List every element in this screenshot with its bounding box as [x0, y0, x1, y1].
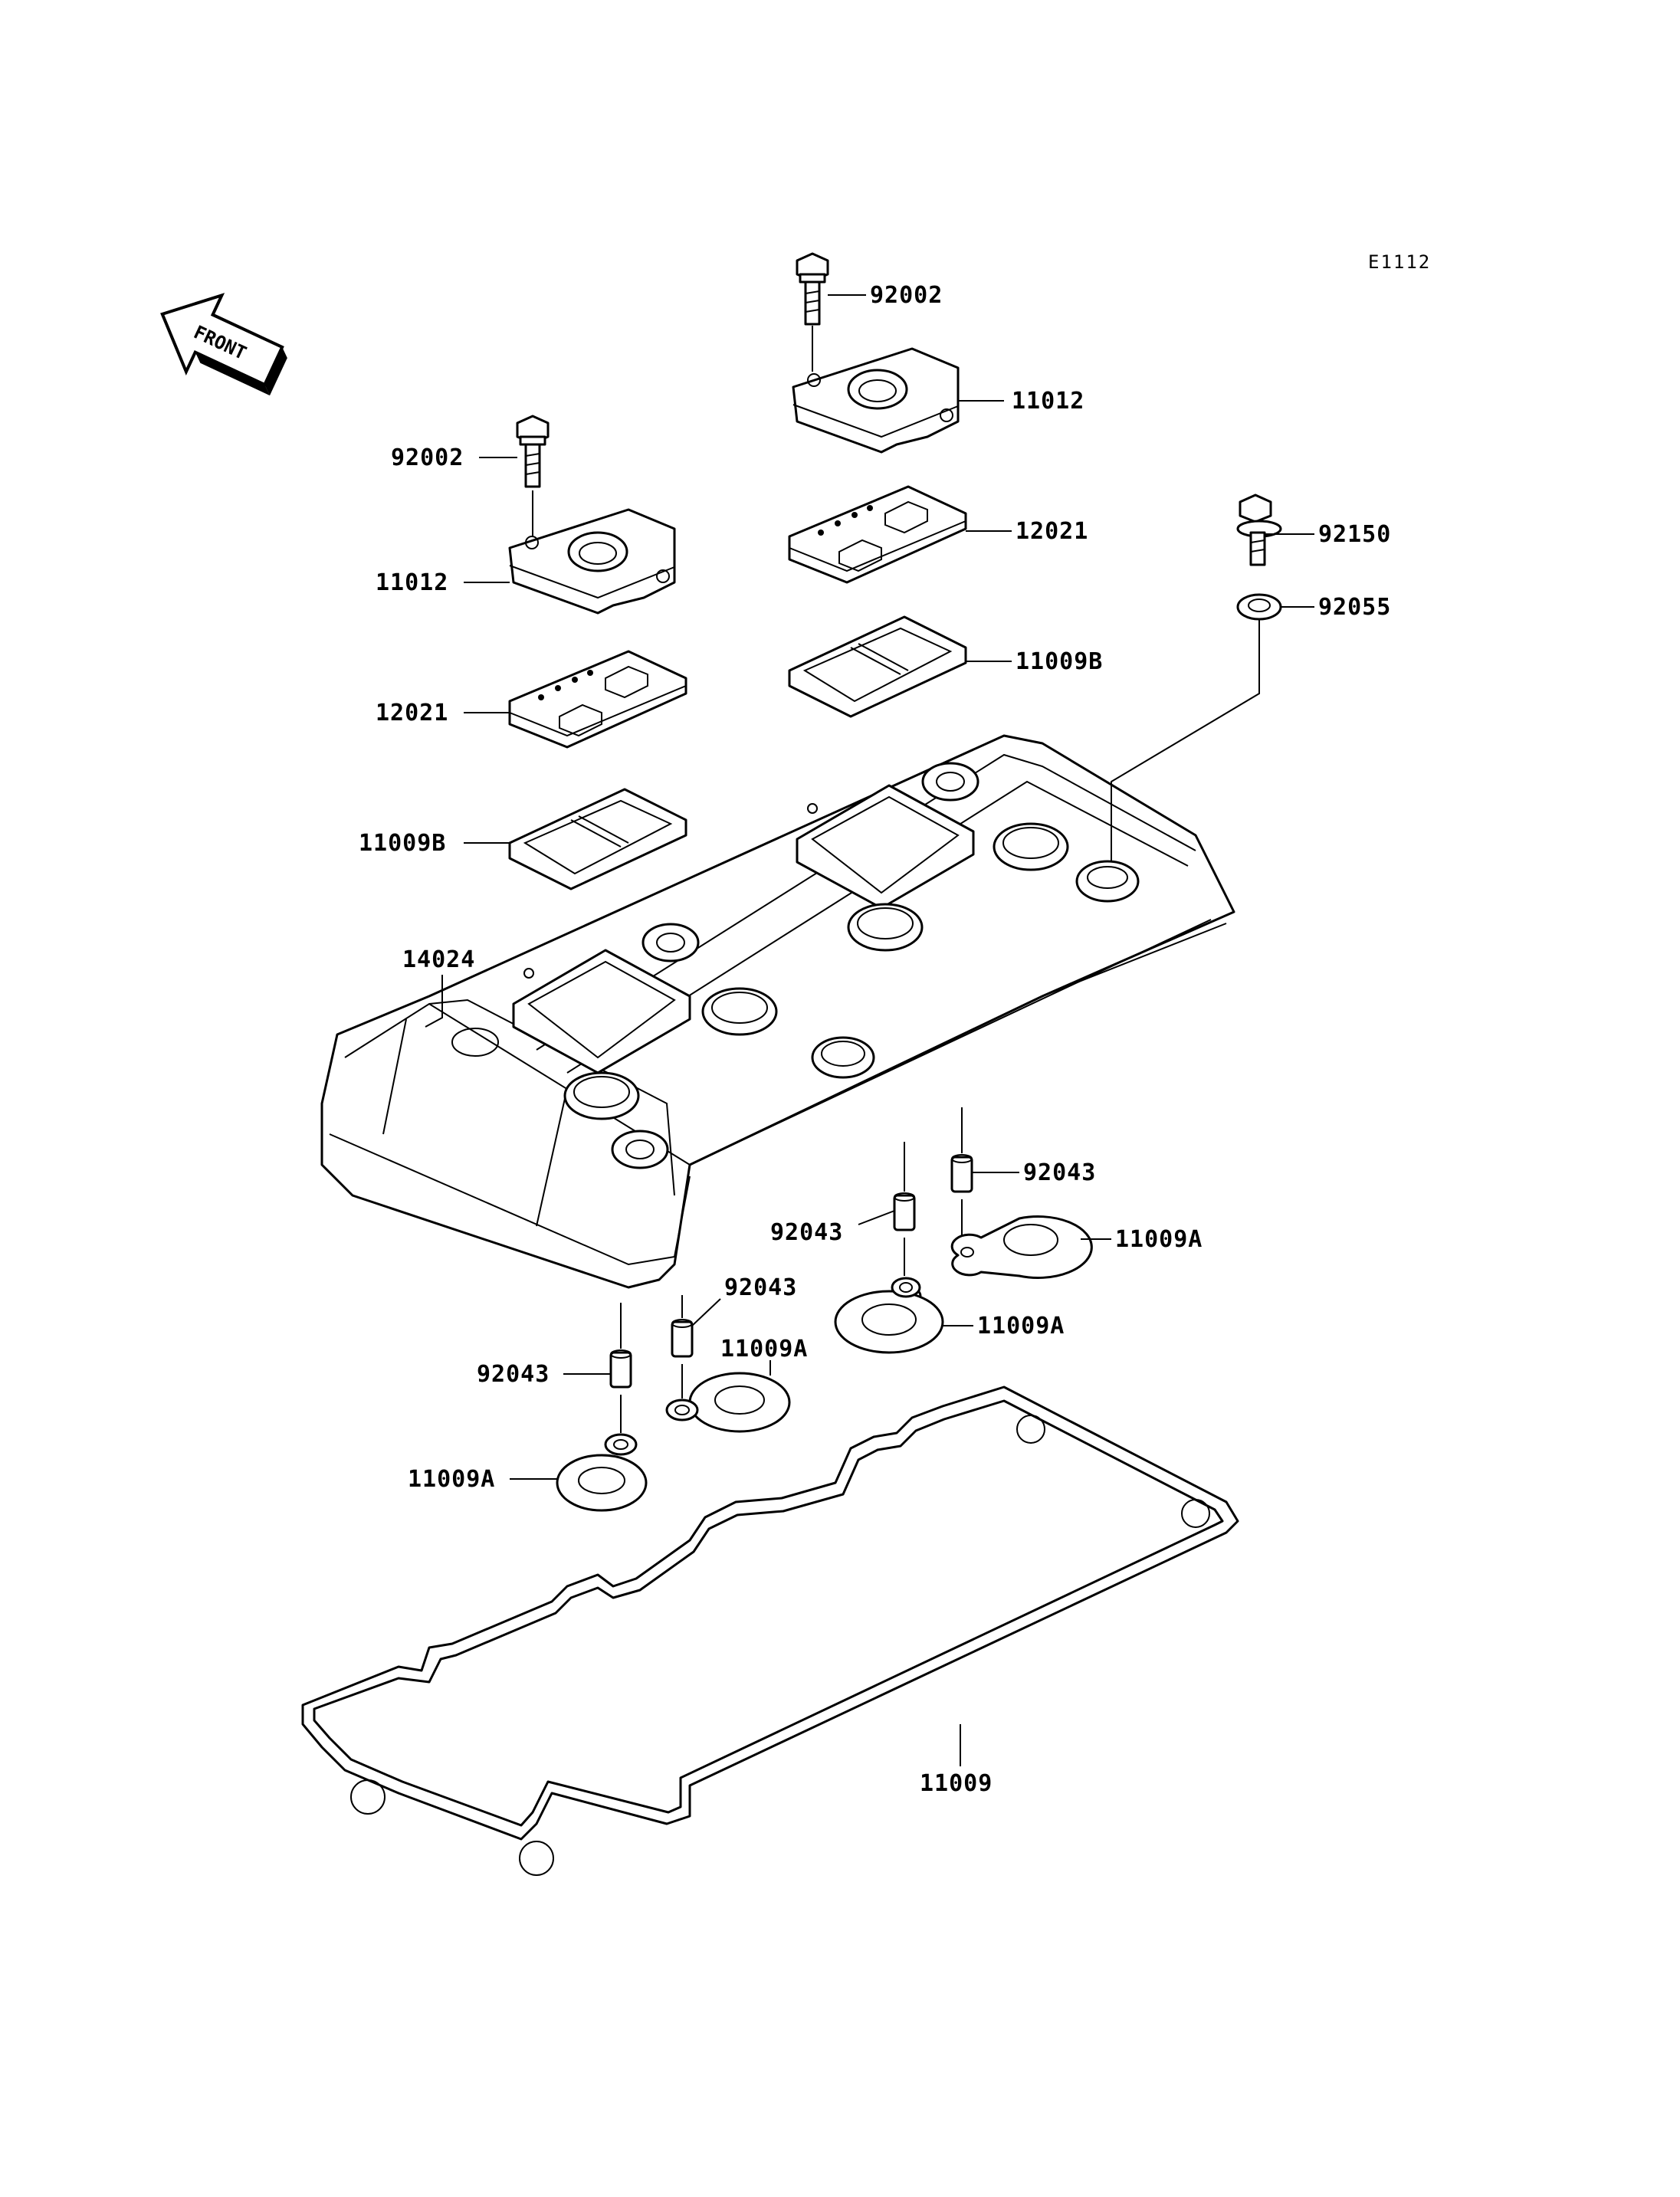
seal-11009a-c[interactable]	[665, 1364, 791, 1433]
label-11012-right: 11012	[1012, 388, 1084, 415]
plate-12021-left[interactable]	[508, 650, 687, 749]
label-92043-b: 92043	[770, 1219, 843, 1246]
label-92150: 92150	[1318, 521, 1391, 548]
label-92002-right: 92002	[870, 282, 943, 309]
gasket-11009b-right[interactable]	[788, 615, 967, 718]
label-12021-left: 12021	[376, 700, 448, 726]
diagram-code: E1112	[1368, 251, 1431, 273]
front-arrow-icon: FRONT	[160, 293, 287, 396]
gasket-11009b-left[interactable]	[508, 788, 687, 890]
seal-11009a-b[interactable]	[834, 1238, 944, 1354]
label-92043-c: 92043	[724, 1274, 797, 1301]
cover-11012-right[interactable]	[792, 347, 960, 454]
label-11009a-c: 11009A	[720, 1336, 808, 1362]
bolt-92150[interactable]	[1236, 494, 1282, 566]
gasket-11009[interactable]	[301, 1385, 1239, 1876]
label-11009b-left: 11009B	[359, 830, 446, 857]
label-11012-left: 11012	[376, 569, 448, 596]
leader-lines	[425, 294, 1314, 1766]
label-92043-d: 92043	[477, 1361, 550, 1388]
dowel-92043-b[interactable]	[893, 1142, 916, 1231]
bolt-92002-right[interactable]	[796, 252, 829, 372]
label-14024: 14024	[402, 946, 475, 973]
bolt-92002-left[interactable]	[516, 415, 550, 536]
cover-11012-left[interactable]	[508, 508, 676, 615]
seal-11009a-a[interactable]	[950, 1199, 1093, 1279]
dowel-92043-d[interactable]	[609, 1303, 632, 1389]
label-11009a-a: 11009A	[1115, 1226, 1203, 1253]
label-11009a-b: 11009A	[977, 1313, 1065, 1340]
label-11009b-right: 11009B	[1016, 648, 1103, 675]
cylinder-head-cover-14024[interactable]	[320, 734, 1235, 1289]
label-12021-right: 12021	[1016, 518, 1088, 545]
dowel-92043-c[interactable]	[671, 1295, 694, 1358]
plate-12021-right[interactable]	[788, 485, 967, 584]
label-92043-a: 92043	[1023, 1159, 1096, 1186]
label-11009a-d: 11009A	[408, 1466, 495, 1493]
washer-92055[interactable]	[1236, 593, 1282, 621]
seal-11009a-d[interactable]	[556, 1395, 648, 1512]
label-92055: 92055	[1318, 594, 1391, 621]
dowel-92043-a[interactable]	[950, 1107, 973, 1193]
label-92002-left: 92002	[391, 444, 464, 471]
label-11009: 11009	[920, 1770, 993, 1797]
